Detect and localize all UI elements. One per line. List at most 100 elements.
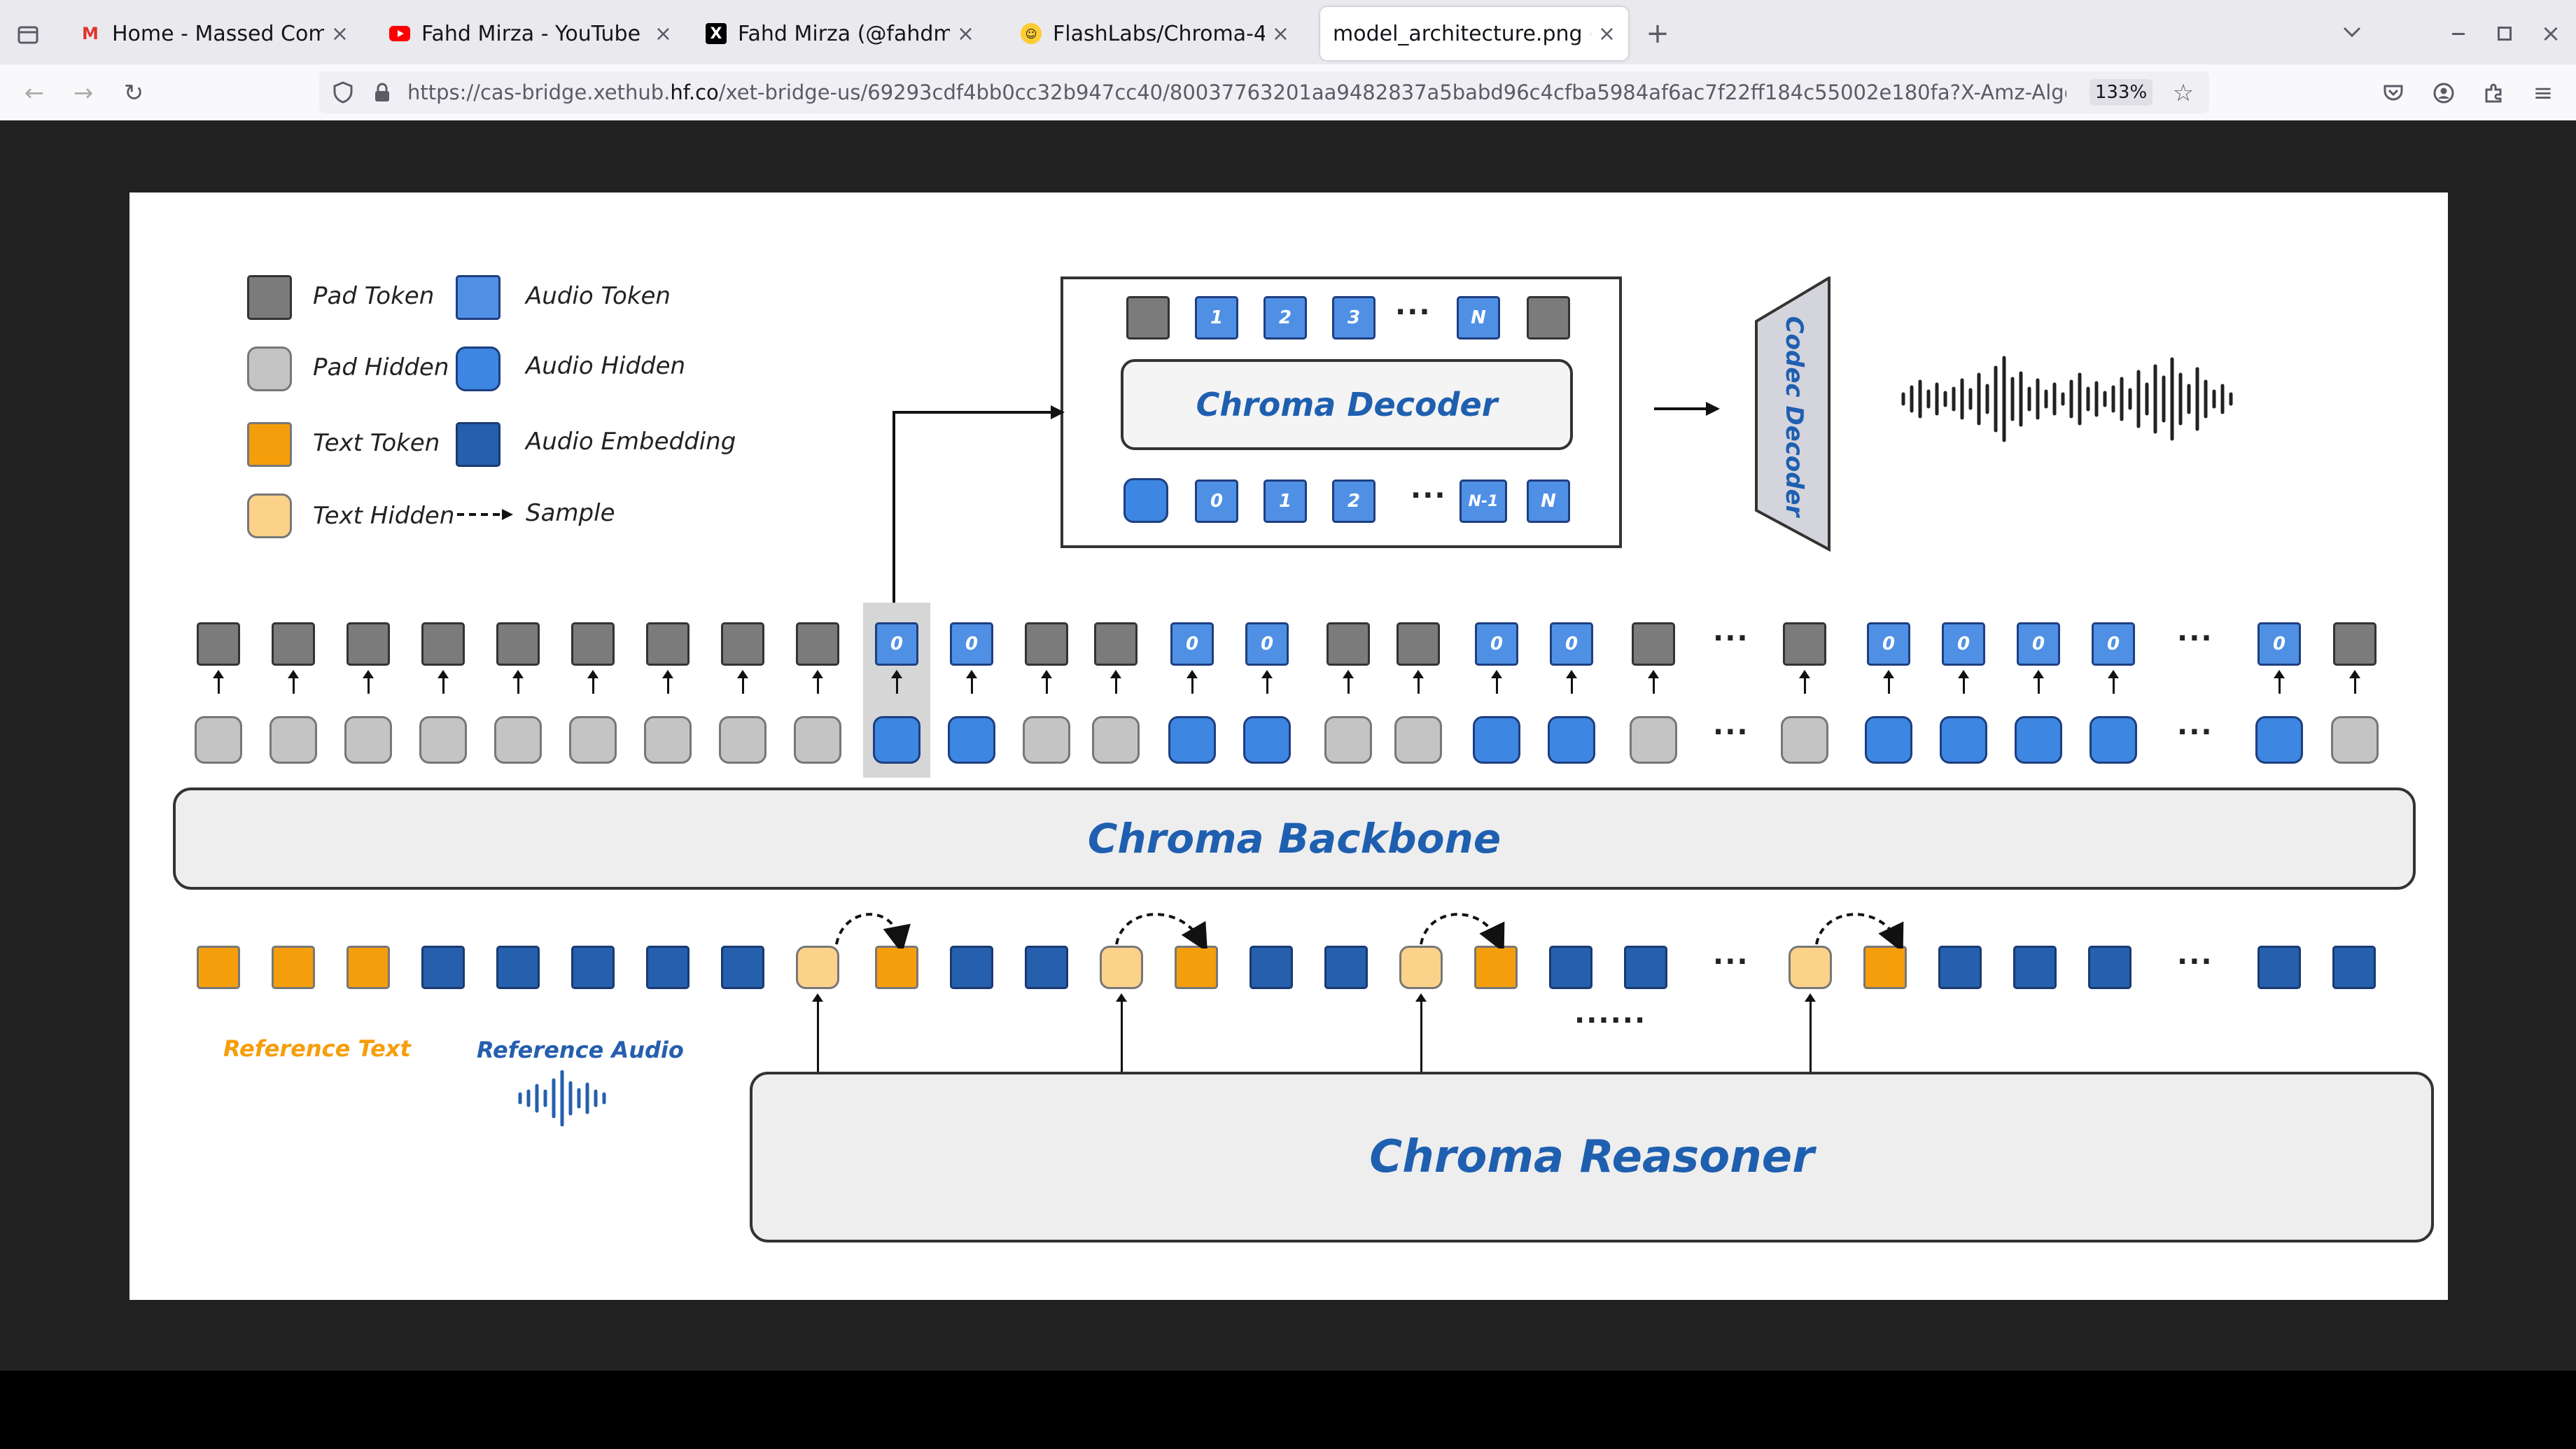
pad-token — [1783, 622, 1826, 666]
back-icon[interactable]: ← — [24, 79, 45, 107]
audio-embedding — [571, 946, 615, 989]
up-arrow — [1110, 670, 1121, 694]
chroma-decoder-box: Chroma Decoder — [1121, 359, 1573, 450]
reference-audio-waveform-icon — [518, 1070, 606, 1126]
forward-icon[interactable]: → — [73, 79, 94, 107]
lock-icon[interactable] — [368, 78, 396, 106]
output-ellipsis: ··· — [2177, 622, 2213, 654]
pad-hidden — [1630, 716, 1677, 764]
decoder-top-token — [1126, 296, 1170, 340]
pad-hidden — [719, 716, 766, 764]
decoder-top-token: N — [1457, 296, 1500, 340]
hugging-face-icon: ☺ — [1021, 23, 1042, 44]
bookmark-star-icon[interactable]: ☆ — [2172, 79, 2194, 107]
up-arrow — [2033, 670, 2044, 694]
up-arrow — [2349, 670, 2360, 694]
audio-token: 0 — [875, 622, 918, 666]
pad-hidden — [1324, 716, 1372, 764]
window-close-icon[interactable]: × — [2540, 20, 2561, 48]
tab-hugging-face[interactable]: ☺ FlashLabs/Chroma-4B · H × — [1008, 7, 1302, 60]
input-ellipsis: ··· — [2177, 946, 2213, 978]
legend-text-token-label: Text Token — [313, 429, 440, 457]
decoder-bottom-token: 2 — [1332, 479, 1376, 523]
extensions-icon[interactable] — [2478, 77, 2510, 109]
pocket-icon[interactable] — [2377, 77, 2409, 109]
audio-token: 0 — [1942, 622, 1985, 666]
menu-icon[interactable]: ≡ — [2533, 79, 2554, 107]
reference-audio-label: Reference Audio — [477, 1037, 684, 1063]
text-token — [1175, 946, 1218, 989]
up-arrow — [1041, 670, 1052, 694]
audio-token: 0 — [1867, 622, 1910, 666]
url-bar[interactable] — [319, 71, 2209, 113]
up-arrow — [1415, 993, 1427, 1072]
restore-icon[interactable] — [2489, 18, 2520, 49]
up-arrow — [1799, 670, 1810, 694]
sample-arcs — [835, 913, 1904, 948]
up-arrow — [1958, 670, 1969, 694]
audio-hidden — [1243, 716, 1291, 764]
audio-token: 0 — [1245, 622, 1289, 666]
close-tab-icon[interactable]: × — [330, 21, 349, 46]
up-arrow — [512, 670, 524, 694]
pad-hidden — [270, 716, 317, 764]
pad-hidden — [644, 716, 692, 764]
audio-embedding — [2013, 946, 2057, 989]
tab-youtube[interactable]: Fahd Mirza - YouTube × — [377, 7, 685, 60]
legend-pad-hidden-label: Pad Hidden — [313, 354, 449, 382]
pad-hidden — [1781, 716, 1828, 764]
pad-hidden — [344, 716, 392, 764]
reload-icon[interactable]: ↻ — [123, 79, 144, 107]
new-tab-icon[interactable]: + — [1646, 18, 1670, 50]
close-tab-icon[interactable]: × — [654, 21, 672, 46]
audio-embedding — [950, 946, 993, 989]
list-all-tabs-icon[interactable] — [2337, 17, 2367, 48]
tab-list-icon[interactable] — [13, 20, 43, 50]
up-arrow — [587, 670, 598, 694]
minimize-icon[interactable] — [2443, 18, 2474, 49]
zoom-level[interactable]: 133% — [2090, 79, 2152, 106]
shield-icon[interactable] — [329, 78, 357, 106]
pad-token — [571, 622, 615, 666]
text-token — [197, 946, 240, 989]
close-tab-icon[interactable]: × — [1271, 21, 1289, 46]
url-text[interactable]: https://cas-bridge.xethub.hf.co/xet-brid… — [407, 80, 2066, 104]
audio-embedding — [1324, 946, 1368, 989]
legend-audio-embedding-swatch — [456, 422, 500, 467]
decoder-top-token: 3 — [1332, 296, 1376, 340]
up-arrow — [1805, 993, 1816, 1072]
audio-token: 0 — [2017, 622, 2060, 666]
up-arrow — [2108, 670, 2119, 694]
pad-hidden — [195, 716, 242, 764]
decoder-top-token — [1527, 296, 1570, 340]
pad-token — [1025, 622, 1068, 666]
audio-embedding — [496, 946, 540, 989]
audio-embedding — [646, 946, 690, 989]
pad-hidden — [419, 716, 467, 764]
audio-embedding — [1624, 946, 1667, 989]
audio-token: 0 — [2258, 622, 2301, 666]
up-arrow — [1566, 670, 1577, 694]
up-arrow — [1648, 670, 1659, 694]
legend-sample-label: Sample — [526, 499, 615, 527]
tab-bar — [0, 0, 2576, 64]
tab-massed-compute[interactable]: M Home - Massed Compute × — [67, 7, 361, 60]
pad-token — [2333, 622, 2376, 666]
legend-sample-arrow — [457, 509, 513, 520]
decoder-bottom-token: N — [1527, 479, 1570, 523]
pad-hidden — [494, 716, 542, 764]
text-token — [346, 946, 390, 989]
up-arrow — [662, 670, 673, 694]
close-tab-icon[interactable]: × — [1597, 21, 1616, 46]
close-tab-icon[interactable]: × — [956, 21, 974, 46]
text-hidden — [1100, 946, 1143, 989]
tab-model-architecture[interactable]: model_architecture.png (PN × — [1320, 7, 1628, 60]
account-icon[interactable] — [2428, 77, 2460, 109]
legend-pad-token-label: Pad Token — [313, 282, 435, 310]
legend-pad-token-swatch — [247, 275, 292, 320]
tab-x-profile[interactable]: X Fahd Mirza (@fahdmirza × — [693, 7, 987, 60]
output-ellipsis: ··· — [1713, 622, 1749, 654]
chroma-backbone-box: Chroma Backbone — [173, 788, 2416, 890]
up-arrow — [812, 993, 823, 1072]
youtube-icon — [389, 23, 410, 44]
